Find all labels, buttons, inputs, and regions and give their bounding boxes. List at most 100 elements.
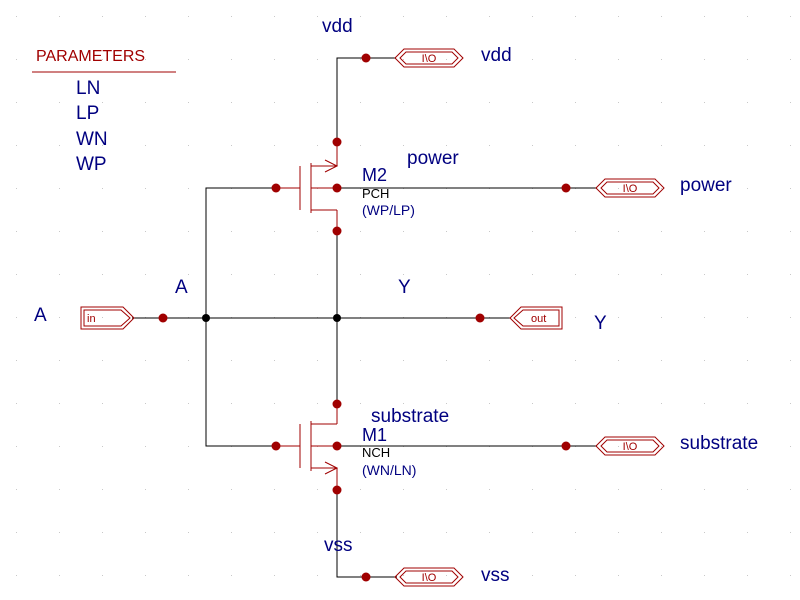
grid-dot [532, 360, 533, 361]
pin-m1-source[interactable] [332, 485, 342, 495]
grid-dot [16, 360, 17, 361]
pin-substrate[interactable] [561, 441, 571, 451]
m1-size: (WN/LN) [362, 462, 416, 478]
pmos-m2-symbol[interactable] [276, 142, 339, 231]
grid-dot [661, 102, 662, 103]
grid-dot [231, 360, 232, 361]
grid-dot [446, 145, 447, 146]
grid-dot [618, 532, 619, 533]
grid-dot [16, 575, 17, 576]
grid-dot [145, 188, 146, 189]
pin-y[interactable] [475, 313, 485, 323]
grid-dot [274, 360, 275, 361]
pin-dots [158, 53, 571, 582]
port-io-power[interactable] [595, 178, 665, 198]
pin-vss[interactable] [361, 572, 371, 582]
pin-m2-source[interactable] [332, 137, 342, 147]
grid-dot [59, 188, 60, 189]
grid-dot [102, 403, 103, 404]
grid-dot [661, 489, 662, 490]
grid-dot [704, 532, 705, 533]
grid-dot [704, 231, 705, 232]
grid-dot [790, 102, 791, 103]
grid-dot [403, 102, 404, 103]
grid-dot [403, 145, 404, 146]
port-io-vss[interactable] [394, 567, 464, 587]
grid-dot [618, 16, 619, 17]
pin-power[interactable] [561, 183, 571, 193]
grid-dot [790, 16, 791, 17]
grid-dot [489, 274, 490, 275]
net-label-power-wire: power [407, 148, 459, 169]
parameters-block: PARAMETERS LN LP WN WP [32, 48, 176, 175]
grid-dot [102, 16, 103, 17]
grid-dot [704, 145, 705, 146]
junction-y[interactable] [333, 314, 341, 322]
grid-dot [59, 145, 60, 146]
grid-dot [360, 145, 361, 146]
grid-dot [489, 231, 490, 232]
net-label-a-wire: A [175, 277, 188, 298]
grid-dot [188, 145, 189, 146]
wire-a-gates[interactable] [205, 187, 276, 447]
net-label-vss-bottom: vss [324, 535, 353, 556]
pin-m1-bulk[interactable] [332, 441, 342, 451]
grid-dot [446, 231, 447, 232]
junction-a[interactable] [202, 314, 210, 322]
grid-dot [102, 317, 103, 318]
grid-dot [188, 532, 189, 533]
port-io-vdd[interactable] [394, 48, 464, 68]
nmos-m1-symbol[interactable] [276, 404, 339, 490]
grid-dot [16, 231, 17, 232]
grid-dot [102, 102, 103, 103]
pin-m2-bulk[interactable] [332, 183, 342, 193]
port-io-substrate[interactable] [595, 436, 665, 456]
port-in-a[interactable] [80, 306, 135, 330]
grid-dot [532, 102, 533, 103]
net-label-substrate-port: substrate [680, 433, 758, 454]
grid-dot [661, 16, 662, 17]
grid-dot [231, 59, 232, 60]
grid-dot [790, 59, 791, 60]
port-out-y[interactable] [509, 306, 563, 330]
grid-dot [274, 59, 275, 60]
m1-model: NCH [362, 445, 390, 460]
grid-dot [790, 188, 791, 189]
grid-dot [360, 360, 361, 361]
grid-dot [790, 575, 791, 576]
grid-dot [661, 403, 662, 404]
pin-vdd[interactable] [361, 53, 371, 63]
grid-dot [317, 274, 318, 275]
grid-dot [59, 16, 60, 17]
grid-dot [704, 102, 705, 103]
grid-dot [231, 231, 232, 232]
grid-dot [618, 102, 619, 103]
m2-model: PCH [362, 186, 389, 201]
grid-dot [317, 532, 318, 533]
grid-dot [360, 16, 361, 17]
grid-dot [575, 274, 576, 275]
wire-vss[interactable] [336, 490, 397, 578]
grid-dot [575, 231, 576, 232]
grid-dot [59, 231, 60, 232]
pin-a[interactable] [158, 313, 168, 323]
pin-m1-drain[interactable] [332, 399, 342, 409]
grid-dot [446, 489, 447, 490]
grid-dot [59, 446, 60, 447]
grid-dot [188, 575, 189, 576]
grid-dot [747, 446, 748, 447]
grid-dot [231, 489, 232, 490]
grid-dot [618, 489, 619, 490]
grid-dot [661, 532, 662, 533]
grid-dot [145, 446, 146, 447]
grid-dot [704, 274, 705, 275]
pin-m2-gate[interactable] [271, 183, 281, 193]
grid-dot [790, 360, 791, 361]
pin-m1-gate[interactable] [271, 441, 281, 451]
grid-dot [317, 16, 318, 17]
grid-dot [317, 403, 318, 404]
wire-vdd[interactable] [336, 57, 366, 142]
grid-dot [145, 360, 146, 361]
pin-m2-drain[interactable] [332, 226, 342, 236]
